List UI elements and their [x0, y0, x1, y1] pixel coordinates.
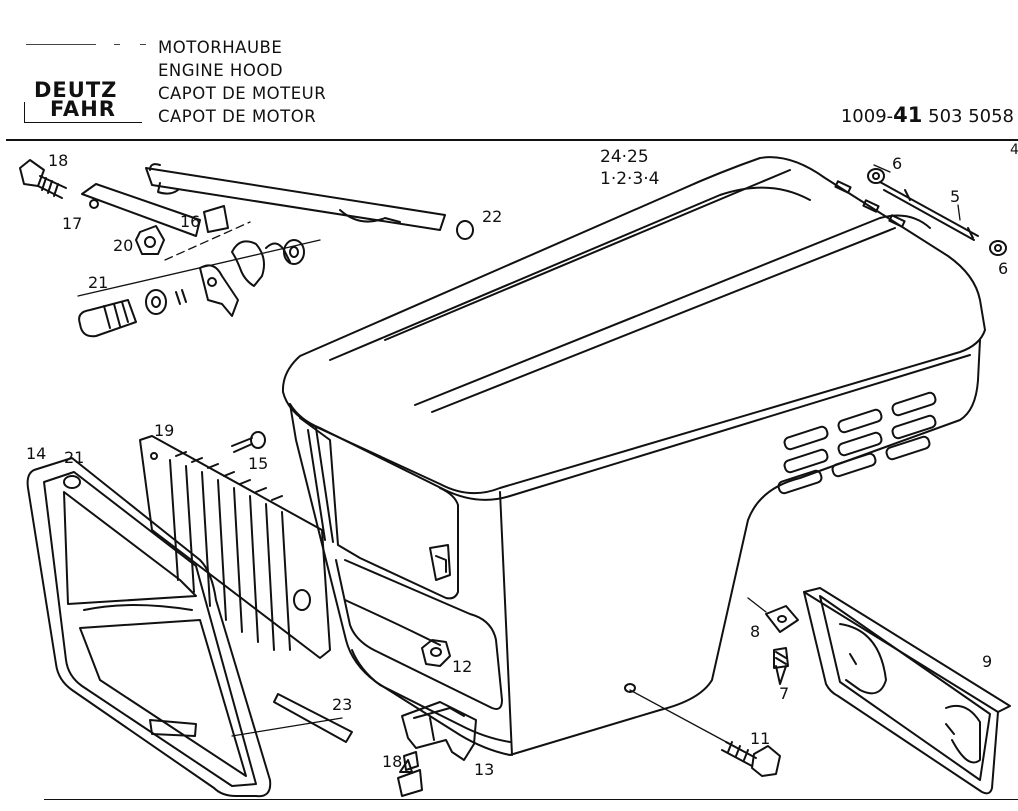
sheet-ref-line1: 24·25 [600, 147, 649, 167]
callout-11-bolt: 11 [750, 729, 771, 748]
clamp [401, 701, 477, 761]
callout-12-nut: 12 [452, 657, 473, 676]
bolt [721, 741, 781, 777]
callout-6-washer: 6 [892, 154, 903, 173]
callout-15-screw: 15 [248, 454, 269, 473]
brand-line2: FAHR [50, 97, 116, 121]
callout-21-latch: 21 [88, 273, 109, 292]
link-plate [81, 183, 201, 237]
callout-20-nut: 20 [113, 236, 134, 255]
part-number: 1009-41 503 5058 [840, 103, 1014, 127]
callout-13-clamp: 13 [474, 760, 495, 779]
callout-19-grille-insert: 19 [154, 421, 175, 440]
callout-7-screw: 7 [779, 684, 790, 703]
title-english: ENGINE HOOD [158, 61, 284, 80]
sealing-strip [273, 693, 353, 743]
nut [135, 225, 165, 255]
header-dash [114, 44, 120, 45]
header-rule [6, 139, 1018, 141]
callout-22-cap: 22 [482, 207, 503, 226]
engine-hood [281, 156, 986, 756]
hood-vents [777, 391, 937, 495]
callout-21-grille-fastener: 21 [64, 448, 85, 467]
brand-line1: DEUTZ [34, 78, 118, 102]
bottom-rule [44, 799, 1018, 800]
screw [773, 647, 789, 685]
callout-6-washer: 6 [998, 259, 1009, 278]
deutz-fahr-logo: DEUTZ FAHR [24, 78, 144, 123]
callout-18-bolt-lower: 18 [382, 752, 403, 771]
grille-frame [26, 457, 272, 798]
sheet-reference: 24·25 1·2·3·4 [600, 146, 659, 190]
sheet-ref-line2: 1·2·3·4 [600, 169, 660, 189]
support-rod [145, 163, 474, 240]
header-dash [140, 44, 146, 45]
callout-16-clip: 16 [180, 212, 201, 231]
clip-nut [765, 605, 799, 633]
callout-8-clip-nut: 8 [750, 622, 761, 641]
title-spanish: CAPOT DE MOTOR [158, 107, 317, 126]
callout-5-hinge-pin: 5 [950, 187, 961, 206]
latch-assembly [78, 239, 305, 338]
screw [231, 431, 266, 453]
callout-17-link-plate: 17 [62, 214, 83, 233]
callout-23-sealing-strip: 23 [332, 695, 353, 714]
bolt [19, 159, 67, 199]
bolt [397, 751, 423, 797]
grille-insert [139, 435, 331, 659]
title-block: MOTORHAUBE ENGINE HOOD CAPOT DE MOTEUR C… [158, 36, 326, 128]
header-dash [26, 44, 96, 45]
edge-mark: 4 [1010, 142, 1018, 158]
callout-9-side-panel: 9 [982, 652, 993, 671]
nut [421, 639, 451, 667]
title-german: MOTORHAUBE [158, 38, 283, 57]
title-french: CAPOT DE MOTEUR [158, 84, 327, 103]
clip [203, 205, 229, 233]
side-panel [803, 587, 1011, 795]
callout-18-bolt: 18 [48, 151, 69, 170]
hinge-pin [867, 168, 1007, 256]
callout-14-grille-frame: 14 [26, 444, 47, 463]
